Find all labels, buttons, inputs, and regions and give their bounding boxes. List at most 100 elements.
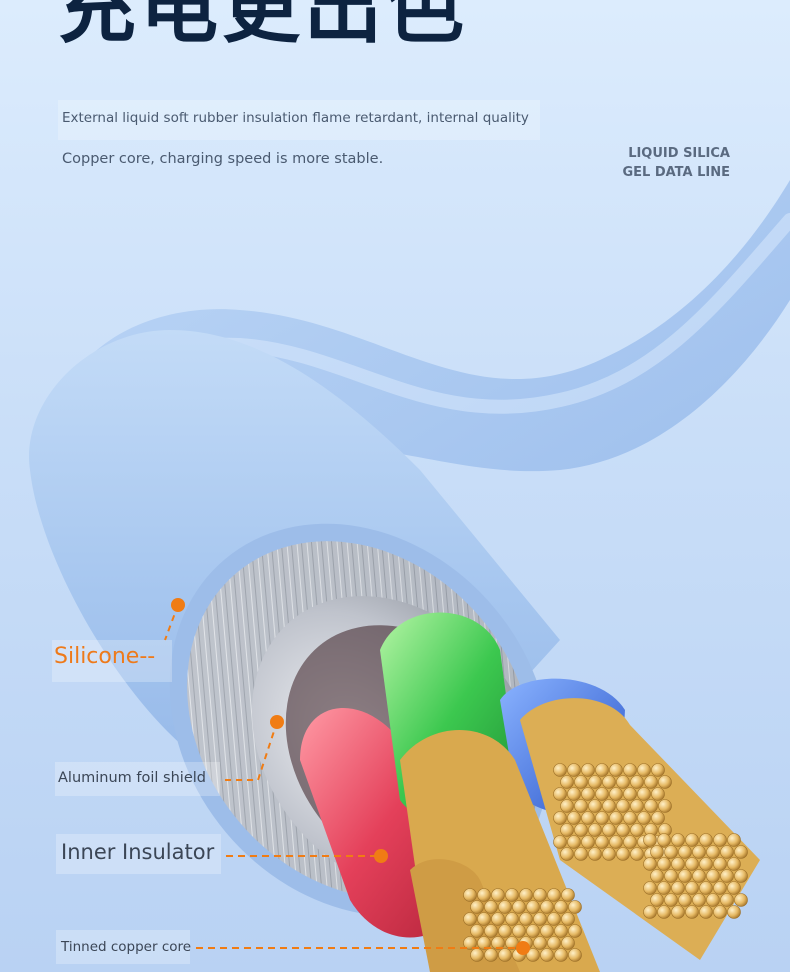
copper-strand: [588, 847, 602, 861]
copper-strand: [602, 847, 616, 861]
copper-strand: [678, 893, 692, 907]
copper-strand: [519, 888, 533, 902]
copper-strand: [727, 881, 741, 895]
copper-strand: [720, 869, 734, 883]
copper-strand: [706, 893, 720, 907]
copper-strand: [560, 847, 574, 861]
copper-strand: [477, 888, 491, 902]
copper-strand: [540, 900, 554, 914]
label-inner-insulator: Inner Insulator: [61, 840, 215, 864]
copper-strand: [553, 811, 567, 825]
copper-strand: [498, 924, 512, 938]
copper-strand: [561, 912, 575, 926]
copper-strand: [650, 869, 664, 883]
copper-strand: [568, 900, 582, 914]
copper-strand: [664, 845, 678, 859]
copper-strand: [692, 845, 706, 859]
copper-strand: [643, 833, 657, 847]
copper-strand: [643, 857, 657, 871]
copper-strand: [560, 775, 574, 789]
copper-strand: [505, 912, 519, 926]
copper-strand: [664, 893, 678, 907]
copper-strand: [574, 823, 588, 837]
copper-strand: [609, 835, 623, 849]
copper-strand: [595, 787, 609, 801]
copper-strand: [650, 845, 664, 859]
copper-strand: [498, 948, 512, 962]
copper-strand: [554, 948, 568, 962]
copper-strand: [658, 775, 672, 789]
copper-strand: [540, 924, 554, 938]
copper-strand: [526, 924, 540, 938]
copper-strand: [553, 787, 567, 801]
copper-strand: [671, 857, 685, 871]
copper-strand: [685, 857, 699, 871]
copper-strand: [630, 823, 644, 837]
copper-strand: [651, 787, 665, 801]
copper-strand: [512, 900, 526, 914]
side-title-line-2: GEL DATA LINE: [622, 165, 730, 180]
copper-strand: [567, 763, 581, 777]
copper-strand: [477, 936, 491, 950]
copper-strand: [699, 905, 713, 919]
copper-strand: [630, 847, 644, 861]
copper-strand: [547, 936, 561, 950]
copper-strand: [581, 763, 595, 777]
copper-strand: [526, 900, 540, 914]
copper-strand: [699, 833, 713, 847]
copper-strand: [560, 823, 574, 837]
copper-strand: [568, 948, 582, 962]
copper-strand: [567, 787, 581, 801]
copper-strand: [602, 799, 616, 813]
copper-strand: [554, 900, 568, 914]
copper-strand: [602, 823, 616, 837]
copper-strand: [581, 787, 595, 801]
copper-strand: [658, 799, 672, 813]
copper-strand: [526, 948, 540, 962]
copper-strand: [491, 912, 505, 926]
copper-strand: [616, 775, 630, 789]
copper-strand: [470, 948, 484, 962]
silicone-label-bg: [52, 640, 172, 682]
copper-strand: [595, 835, 609, 849]
copper-strand: [643, 905, 657, 919]
copper-strand: [623, 811, 637, 825]
description-line-1: External liquid soft rubber insulation f…: [62, 110, 529, 126]
cable-loop: [51, 180, 790, 640]
copper-strand: [699, 857, 713, 871]
label-silicone: Silicone--: [54, 644, 156, 669]
copper-strand: [498, 900, 512, 914]
copper-strand: [553, 763, 567, 777]
copper-strand: [567, 811, 581, 825]
copper-strand: [533, 936, 547, 950]
copper-strand: [484, 924, 498, 938]
copper-strand: [609, 811, 623, 825]
copper-strand: [623, 835, 637, 849]
copper-strand: [685, 881, 699, 895]
copper-strand: [519, 912, 533, 926]
copper-strand: [581, 835, 595, 849]
copper-strand: [616, 847, 630, 861]
copper-strand: [574, 847, 588, 861]
copper-strand: [609, 763, 623, 777]
copper-strand: [463, 936, 477, 950]
copper-strand: [699, 881, 713, 895]
description-highlight: [58, 100, 540, 140]
inner-label-bg: [56, 834, 221, 874]
copper-strand: [734, 845, 748, 859]
copper-strand: [657, 881, 671, 895]
copper-strand: [553, 835, 567, 849]
copper-strand: [623, 787, 637, 801]
copper-strand: [588, 799, 602, 813]
copper-strand: [491, 936, 505, 950]
copper-strand: [470, 900, 484, 914]
copper-strand: [547, 888, 561, 902]
copper-strand: [734, 869, 748, 883]
copper-strand: [643, 881, 657, 895]
copper-strand: [651, 811, 665, 825]
callout-inner-insulator: [226, 849, 388, 863]
copper-strand: [533, 912, 547, 926]
copper-strand: [505, 888, 519, 902]
copper-strand: [512, 924, 526, 938]
